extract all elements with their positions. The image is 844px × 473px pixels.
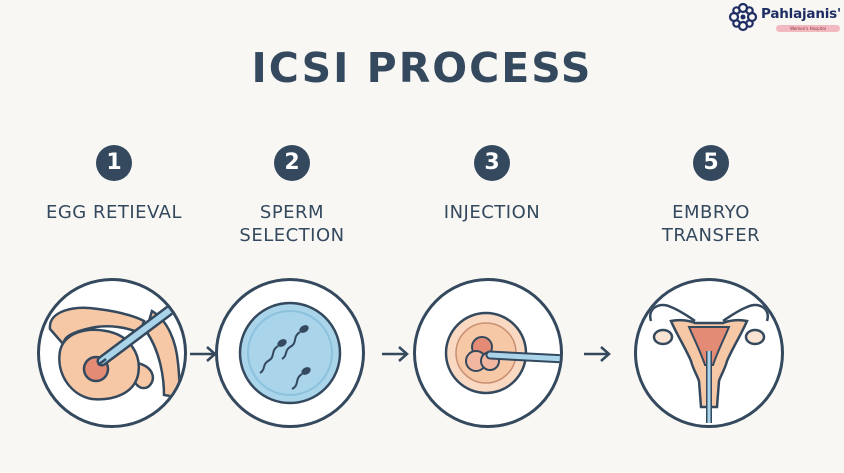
ovary-needle-icon — [48, 301, 181, 401]
uterus-catheter-icon — [648, 303, 770, 423]
step-2: 2 SPERM SELECTION — [192, 145, 392, 247]
sperm-dish-icon — [238, 301, 342, 405]
step-number-badge: 5 — [693, 145, 729, 181]
sperm-selection-illustration — [215, 278, 365, 428]
step-number-badge: 3 — [474, 145, 510, 181]
step-5: 5 EMBRYO TRANSFER — [611, 145, 811, 247]
arrow-right-icon — [584, 346, 611, 362]
logo-mark-icon — [728, 2, 758, 32]
brand-logo: Pahlajanis' Women's Hospital — [728, 2, 842, 34]
step-number-badge: 2 — [274, 145, 310, 181]
step-label: EMBRYO TRANSFER — [661, 202, 761, 246]
step-3: 3 INJECTION — [392, 145, 592, 224]
step-label: EGG RETIEVAL — [45, 202, 183, 223]
brand-name: Pahlajanis' — [761, 6, 841, 22]
arrow-right-icon — [382, 346, 409, 362]
step-label: INJECTION — [443, 202, 541, 223]
egg-retrieval-illustration — [37, 278, 187, 428]
step-1: 1 EGG RETIEVAL — [14, 145, 214, 224]
step-label: SPERM SELECTION — [239, 202, 345, 246]
arrow-right-icon — [190, 346, 217, 362]
brand-tagline: Women's Hospital — [776, 25, 840, 32]
step-number-badge: 1 — [96, 145, 132, 181]
embryo-transfer-illustration — [634, 278, 784, 428]
egg-injection-icon — [444, 311, 560, 395]
injection-illustration — [413, 278, 563, 428]
page-title: ICSI PROCESS — [251, 44, 593, 92]
